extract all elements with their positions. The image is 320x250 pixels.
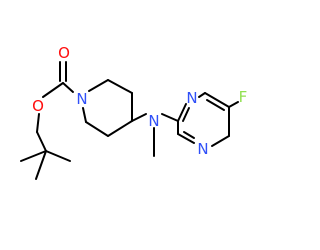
bond-pyr-n3-c2	[177, 133, 195, 144]
bond-carbonyl-piperidine-n	[62, 82, 74, 93]
bond-pyr-c2-n3-inner	[183, 131, 195, 139]
atom-ester-oxygen: O	[32, 97, 44, 115]
bond-ring-c2-c3	[107, 79, 133, 94]
atom-fluorine: F	[239, 88, 248, 106]
atom-pyrimidine-nitrogen-bottom: N	[197, 140, 208, 158]
bond-pyr-n1-c6	[198, 92, 206, 98]
bond-ring-amine-n	[131, 113, 147, 122]
bond-carbonyl-ester-o	[42, 82, 64, 98]
bond-pyr-c2-n1-inner	[182, 107, 190, 122]
bond-ester-o-tbu	[36, 131, 47, 152]
bond-ring-c6-n	[82, 107, 87, 123]
bonds	[20, 61, 239, 180]
bond-tbu-methyl-down	[35, 150, 47, 180]
molecule-structure: O O N N N N F	[20, 44, 247, 180]
bond-amine-pyrimidine	[161, 113, 179, 122]
bond-ring-c5-c6	[85, 121, 109, 137]
bond-tbu-methyl-left	[20, 150, 47, 162]
bond-tbu-methyl-right	[45, 150, 71, 162]
bond-ester-o-link	[36, 113, 40, 133]
bond-pyr-c6-c5-inner	[206, 99, 225, 111]
bond-pyr-fluorine	[228, 101, 239, 108]
bond-ring-n-c2	[88, 79, 109, 92]
bond-pyr-c2-n1	[177, 103, 187, 122]
bond-ring-c4-c5	[107, 120, 133, 137]
bond-pyr-c6-c5	[204, 92, 230, 108]
atom-piperidine-nitrogen: N	[76, 90, 87, 108]
atom-amine-nitrogen: N	[148, 112, 159, 130]
atom-carbonyl-oxygen: O	[58, 44, 70, 62]
atom-pyrimidine-nitrogen-top: N	[186, 89, 197, 107]
bond-pyr-c4-n3	[211, 135, 230, 147]
atom-labels: O O N N N N F	[32, 44, 247, 158]
